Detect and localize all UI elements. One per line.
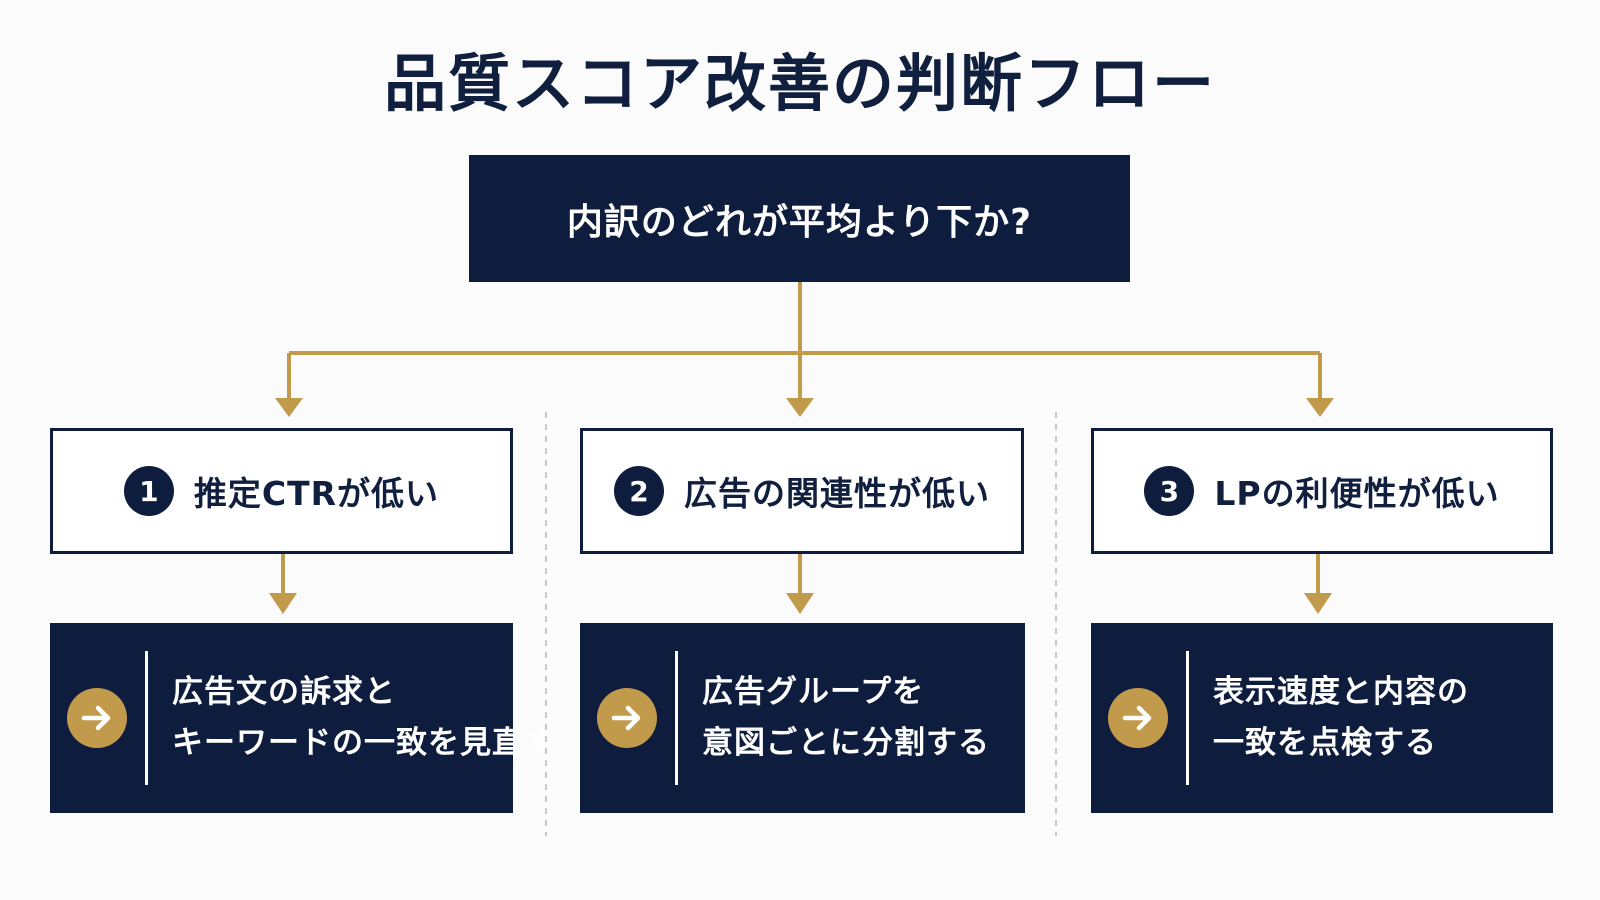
arrowhead-5 (786, 593, 814, 614)
arrowhead-1 (275, 398, 303, 417)
cause-label-1: 推定CTRが低い (193, 474, 440, 513)
action-divider-1 (145, 651, 148, 785)
cause-box-3: 3 LPの利便性が低い (1091, 428, 1553, 554)
question-label: 内訳のどれが平均より下か? (566, 201, 1033, 243)
action-text-3: 表示速度と内容の 一致を点検する (1213, 667, 1543, 769)
arrow-right-icon (67, 688, 127, 748)
action-line: 意図ごとに分割する (702, 725, 990, 761)
action-line: 表示速度と内容の (1213, 674, 1469, 710)
action-text-2: 広告グループを 意図ごとに分割する (702, 667, 1015, 769)
arrowhead-4 (269, 593, 297, 614)
cause-box-2: 2 広告の関連性が低い (580, 428, 1024, 554)
cause-box-1: 1 推定CTRが低い (50, 428, 513, 554)
action-line: キーワードの一致を見直す (172, 725, 556, 761)
arrowhead-6 (1304, 593, 1332, 614)
arrow-right-icon (597, 688, 657, 748)
number-badge-2: 2 (614, 466, 664, 516)
action-line: 一致を点検する (1213, 725, 1437, 761)
action-box-1: 広告文の訴求と キーワードの一致を見直す (50, 623, 556, 813)
action-line: 広告グループを (702, 674, 925, 710)
action-text-1: 広告文の訴求と キーワードの一致を見直す (172, 667, 556, 769)
arrowhead-3 (1306, 398, 1334, 417)
action-box-2: 広告グループを 意図ごとに分割する (580, 623, 1025, 813)
question-box: 内訳のどれが平均より下か? (469, 155, 1130, 282)
action-divider-3 (1186, 651, 1189, 785)
cause-label-3: LPの利便性が低い (1214, 474, 1500, 513)
number-badge-3: 3 (1144, 466, 1195, 516)
number-badge-1: 1 (123, 466, 174, 516)
cause-label-2: 広告の関連性が低い (684, 474, 990, 513)
action-divider-2 (675, 651, 678, 785)
arrow-right-icon (1108, 688, 1168, 748)
action-box-3: 表示速度と内容の 一致を点検する (1091, 623, 1553, 813)
arrowhead-2 (786, 398, 814, 417)
page-title: 品質スコア改善の判断フロー (383, 47, 1216, 120)
action-line: 広告文の訴求と (172, 674, 396, 710)
